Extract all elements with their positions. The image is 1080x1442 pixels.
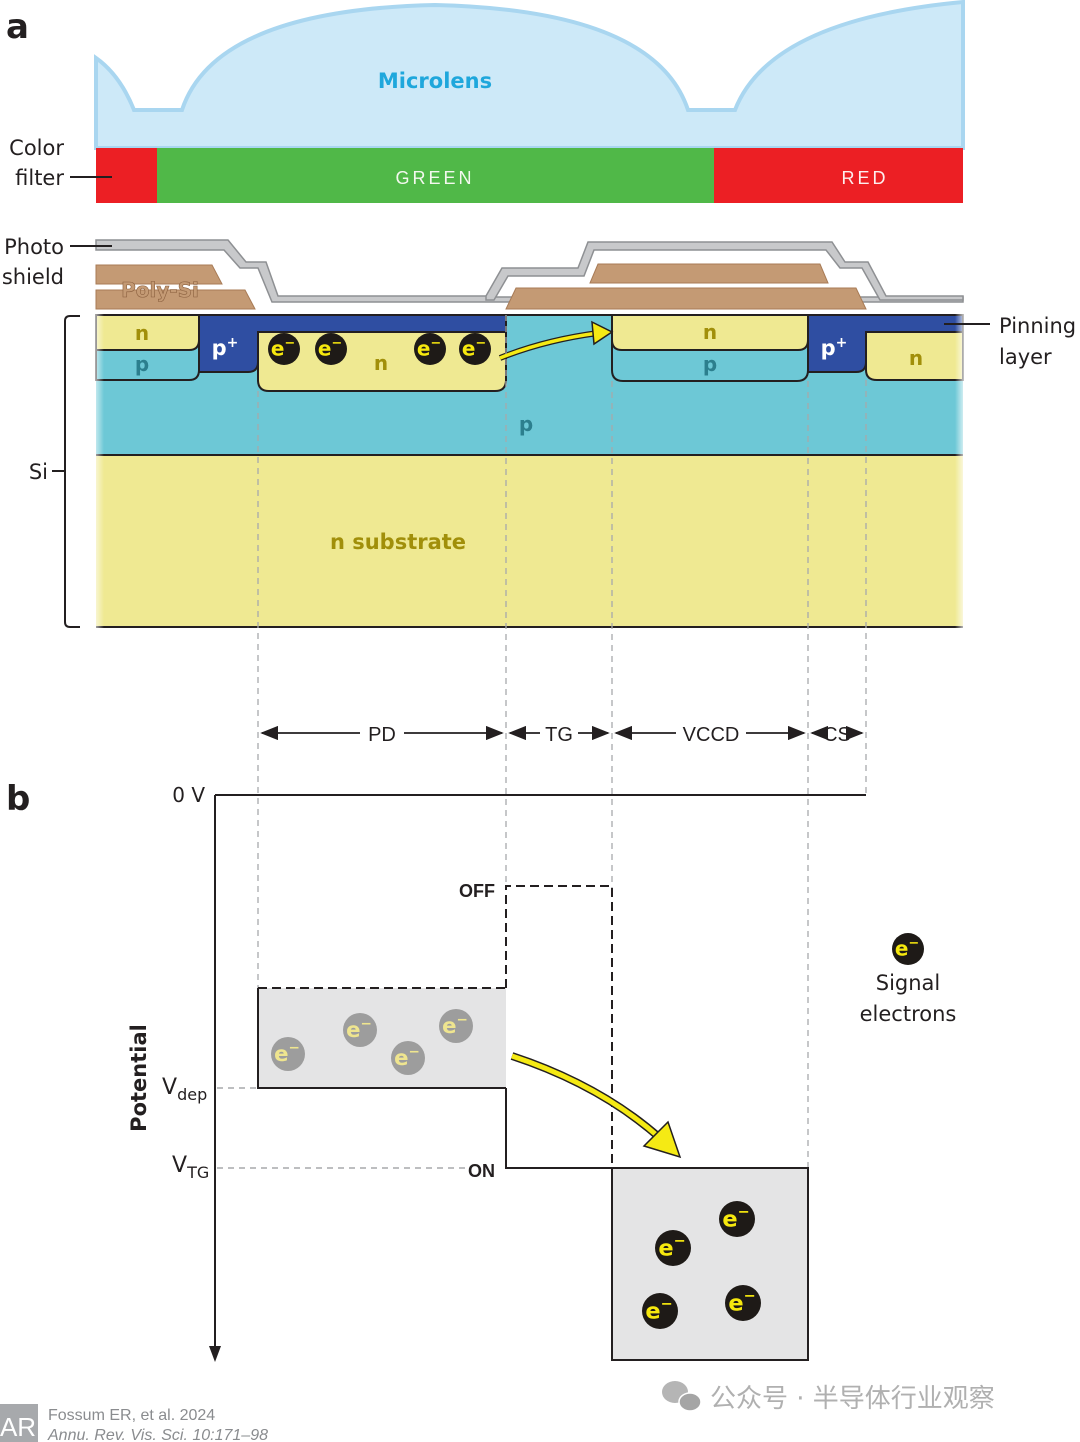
label-n-left: n [135,321,149,345]
ghost-electrons: e− e− e− e− [271,1009,473,1075]
label-p-vccd: p [703,352,717,376]
panel-b-label: b [6,779,30,819]
legend-label-1: Signal [876,971,941,995]
color-filter-label-2: filter [15,166,64,190]
si-label: Si [29,460,48,484]
filter-green-label: GREEN [395,168,474,188]
potential-axis [214,794,866,1350]
color-filter [96,148,963,203]
electron-icon: e− [719,1201,755,1237]
dim-label-vccd: VCCD [683,724,740,746]
ghost-electron-icon: e− [271,1037,305,1071]
electron-icon: e− [655,1230,691,1266]
svg-text:e−: e− [274,1040,300,1067]
filter-red-left [96,148,157,203]
label-p-plus-left: p+ [212,335,239,360]
guide-lines [257,315,867,1170]
pinning-label-1: Pinning [999,314,1076,338]
filter-red-right [714,148,963,203]
filter-red-label: RED [841,168,888,188]
label-n-vccd: n [703,320,717,344]
microlens-label: Microlens [378,69,492,93]
svg-text:e−: e− [645,1297,672,1325]
tg-barrier-off [505,885,613,1168]
electron-icon: e− [315,333,347,365]
wechat-icon [662,1381,702,1412]
svg-text:AR: AR [0,1412,36,1442]
zero-v-label: 0 V [172,783,205,807]
v-tg-label: VTG [172,1153,209,1182]
on-label: ON [468,1161,495,1181]
legend-electron-icon: e− [892,933,924,965]
filter-green [157,148,714,203]
electron-icon: e− [414,333,446,365]
label-n-substrate: n substrate [330,530,466,554]
electron-icon: e− [642,1293,678,1329]
label-n-right: n [909,346,923,370]
signal-electron-icon: e− [892,933,924,965]
photo-shield-label-1: Photo [4,235,64,259]
ghost-electron-icon: e− [439,1009,473,1043]
pd-electrons: e− e− e− e− [268,333,491,365]
label-n-pd: n [374,351,388,375]
axis-arrowhead [209,1346,221,1362]
poly-si [95,263,867,310]
panel-a-label: a [6,7,29,47]
watermark-text: 公众号 · 半导体行业观察 [710,1384,995,1414]
ghost-electron-icon: e− [391,1041,425,1075]
dim-label-pd: PD [368,724,396,746]
legend: e− Signal electrons [860,933,957,1026]
poly-si-label: Poly-Si [121,278,199,302]
ar-logo: AR [0,1404,38,1442]
legend-label-2: electrons [860,1002,957,1026]
ghost-electron-icon: e− [343,1013,377,1047]
axis-label-potential: Potential [127,1024,151,1132]
tg-barrier-on [505,1088,612,1169]
electron-icon: e− [725,1285,761,1321]
silicon-body [90,314,967,629]
transfer-arrow-b [510,1052,682,1159]
svg-text:e−: e− [722,1205,749,1233]
svg-text:e−: e− [658,1234,685,1262]
citation-line-1: Fossum ER, et al. 2024 [48,1407,215,1424]
label-p-well: p [519,412,533,436]
photo-shield [95,239,964,303]
v-dep-label: Vdep [162,1075,207,1104]
right-n-region [865,331,964,381]
color-filter-label-1: Color [9,136,64,160]
label-p-plus-right: p+ [821,335,848,360]
microlens [94,0,965,150]
photo-shield-label-2: shield [2,265,64,289]
dim-label-tg: TG [545,724,573,746]
citation-line-2: Annu. Rev. Vis. Sci. 10:171–98 [47,1427,268,1442]
dim-label-cs: CS [823,724,851,746]
vccd-electrons: e− e− e− e− [642,1201,761,1329]
electron-icon: e− [459,333,491,365]
si-bracket [64,315,80,628]
pd-potential-well [258,988,506,1088]
vccd-potential-well [611,1167,809,1361]
off-label: OFF [459,881,495,901]
label-p-left: p [135,352,149,376]
pinning-label-2: layer [999,345,1052,369]
electron-icon: e− [268,333,300,365]
n-substrate [96,455,963,627]
reference-dashes [217,1087,466,1169]
